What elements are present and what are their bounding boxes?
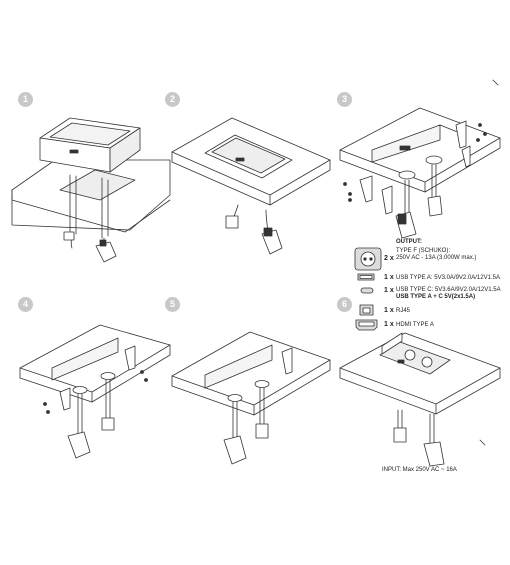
step-3-badge: 3 [337,92,352,107]
step-3-illustration [339,107,501,239]
input-label: INPUT: Max 250V AC ~ 16A [382,467,457,473]
usb-a-icon [357,273,375,281]
step-5-badge: 5 [165,297,180,312]
output-title: OUTPUT: [396,239,422,245]
output-spec-hdmi: HDMI TYPE A [396,322,434,328]
output-qty: 2 x [384,255,394,262]
output-qty: 1 x [384,307,394,314]
step-4-badge: 4 [18,297,33,312]
output-qty: 1 x [384,287,394,294]
spec-line: TYPE F (SCHUKO): [396,248,451,254]
output-spec-rj45: RJ45 [396,308,411,314]
step-4-illustration [19,324,171,459]
step-6-illustration [339,332,501,467]
output-qty: 1 x [384,274,394,281]
step-1-illustration [11,117,171,263]
step-2-illustration [171,117,331,255]
step-5-illustration [171,331,331,465]
output-qty: 1 x [384,321,394,328]
spec-line: 250V AC - 13A (3.000W max.) [396,255,477,261]
cable-tip-marks [479,79,499,446]
output-spec-usb-c: USB TYPE C: 5V3.6A/9V2.0A/12V1.5A USB TY… [396,287,501,301]
spec-line-bold: USB TYPE A + C 5V(2x1.5A) [396,294,476,300]
spec-line: USB TYPE C: 5V3.6A/9V2.0A/12V1.5A [396,287,501,293]
step-6-badge: 6 [337,297,352,312]
rj45-icon [359,304,374,316]
output-spec-schuko: TYPE F (SCHUKO): 250V AC - 13A (3.000W m… [396,248,476,262]
hdmi-icon [355,319,378,331]
step-1-badge: 1 [18,92,33,107]
schuko-socket-icon [354,247,382,271]
usb-c-icon [360,287,374,294]
step-2-badge: 2 [165,92,180,107]
output-spec-usb-a: USB TYPE A: 5V3.0A/9V2.0A/12V1.5A [396,275,500,281]
